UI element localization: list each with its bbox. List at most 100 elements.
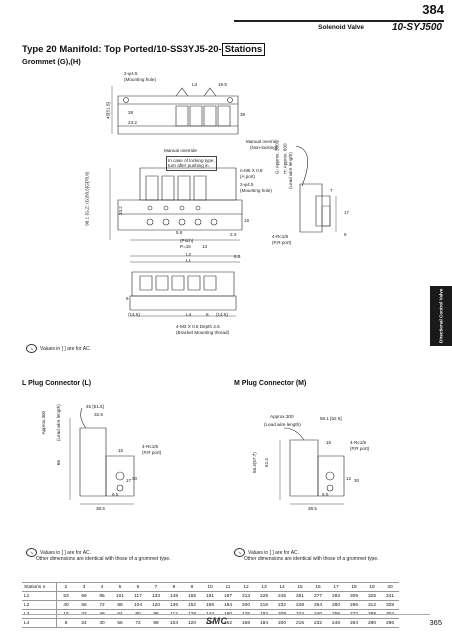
l-note1-text: Values in [ ] are for AC.: [40, 549, 92, 556]
smc-logo: SMC: [206, 616, 228, 626]
table-cell: 277: [309, 591, 327, 601]
row-label: L1: [22, 591, 57, 601]
l-note2: Other dimensions are identical with thos…: [36, 556, 171, 562]
m-plug-title: M Plug Connector (M): [234, 380, 307, 387]
table-cell: 15: [291, 582, 309, 592]
l-label-66: 66: [55, 460, 61, 466]
label-14-5: (14.5): [128, 312, 141, 317]
table-cell: 328: [381, 600, 399, 610]
table-cell: 184: [255, 618, 273, 628]
label-5-8: 5.8: [176, 230, 183, 235]
label-hole-b: 2-φ4.5: [240, 182, 254, 187]
table-cell: 14: [273, 582, 291, 592]
l-label-45: 45 [51.5]: [86, 404, 104, 409]
label-33-2: 33.2: [117, 206, 123, 216]
table-cell: 16: [309, 582, 327, 592]
label-23-2: 23.2: [128, 120, 137, 125]
table-cell: 216: [291, 618, 309, 628]
l-label-30: 30: [132, 476, 138, 481]
label-left-dim-1: 45[51.5]: [105, 102, 111, 119]
label-14-5b: (14.5): [216, 312, 229, 317]
note-ac-main-text: Values in [ ] are for AC.: [40, 345, 92, 352]
table-cell: 18: [345, 582, 363, 592]
label-2-3: 2.3: [230, 232, 237, 237]
table-cell: 4: [93, 582, 111, 592]
table-cell: 3: [75, 582, 93, 592]
table-cell: 264: [309, 600, 327, 610]
table-cell: 280: [363, 618, 381, 628]
label-non-locking: (Non-locking): [250, 145, 278, 150]
label-7: 7: [330, 188, 333, 193]
table-cell: 136: [201, 618, 219, 628]
table-cell: 69: [75, 591, 93, 601]
table-cell: 280: [327, 600, 345, 610]
label-17: 17: [344, 210, 350, 215]
table-cell: 12: [237, 582, 255, 592]
label-pitch: (Pitch): [180, 238, 194, 243]
table-cell: 296: [381, 618, 399, 628]
table-cell: 56: [75, 600, 93, 610]
l-note1: ↘ Values in [ ] are for AC.: [26, 548, 91, 557]
label-g-approx: G: Approx. 300: [274, 143, 280, 174]
label-l2: L2: [186, 252, 192, 257]
table-cell: 17: [327, 582, 345, 592]
table-cell: 152: [219, 618, 237, 628]
table-cell: 312: [363, 600, 381, 610]
m-label-38-5: 38.5: [308, 506, 317, 511]
label-hole: 2-φ4.5: [124, 71, 138, 76]
table-cell: 13: [255, 582, 273, 592]
table-cell: 232: [309, 618, 327, 628]
table-cell: 216: [255, 600, 273, 610]
table-cell: 264: [345, 618, 363, 628]
label-p16: P=16: [180, 244, 191, 249]
table-cell: 7: [147, 582, 165, 592]
label-l4: L4: [186, 312, 192, 317]
table-cell: 88: [147, 618, 165, 628]
page-title: Type 20 Manifold: Top Ported/10-SS3YJ5-2…: [22, 43, 266, 56]
label-manual-override: Manual override: [164, 148, 197, 153]
table-cell: 9: [183, 582, 201, 592]
note-icon: ↘: [26, 548, 37, 557]
l-label-p-port: (P,R port): [142, 450, 162, 455]
m-label-56-4: 56.4(57.7): [251, 452, 257, 474]
bottom-page-number: 365: [429, 618, 442, 627]
footer-rule: [22, 614, 430, 615]
table-cell: 133: [147, 591, 165, 601]
m-label-12: 12: [346, 476, 352, 481]
table-cell: 120: [183, 618, 201, 628]
table-cell: 5: [111, 582, 129, 592]
table-cell: 56: [111, 618, 129, 628]
note-icon: ↘: [234, 548, 245, 557]
l-plug-title: L Plug Connector (L): [22, 380, 92, 387]
table-cell: 20: [381, 582, 399, 592]
label-mounting-hole: (Mounting hole): [124, 77, 156, 82]
m-label-lead: (Lead wire length): [264, 422, 301, 427]
table-cell: 248: [291, 600, 309, 610]
m-note1-text: Values in [ ] are for AC.: [248, 549, 300, 556]
label-13: 13: [202, 244, 208, 249]
table-cell: 229: [255, 591, 273, 601]
table-cell: 88: [111, 600, 129, 610]
label-p-port: (P,R port): [272, 240, 292, 245]
table-cell: 325: [363, 591, 381, 601]
table-cell: 184: [219, 600, 237, 610]
label-manual-override-nl: Manual override: [246, 139, 279, 144]
table-cell: 117: [129, 591, 147, 601]
table-cell: 40: [56, 600, 75, 610]
table-cell: 101: [111, 591, 129, 601]
m-label-rc18: 4-Rc1/8: [350, 440, 367, 445]
table-cell: 248: [327, 618, 345, 628]
label-left-dim-2: 98.1 (G,Z: (G)58.5[G]78.6): [84, 171, 90, 226]
m-label-15: 15: [326, 440, 332, 445]
table-cell: 136: [165, 600, 183, 610]
label-38: 38: [240, 112, 246, 117]
table-cell: 8: [165, 582, 183, 592]
side-tab: Directional Control Valve: [430, 286, 452, 346]
l-label-38-5: 38.5: [96, 506, 105, 511]
table-cell: 181: [201, 591, 219, 601]
table-cell: 53: [56, 591, 75, 601]
table-cell: 245: [273, 591, 291, 601]
